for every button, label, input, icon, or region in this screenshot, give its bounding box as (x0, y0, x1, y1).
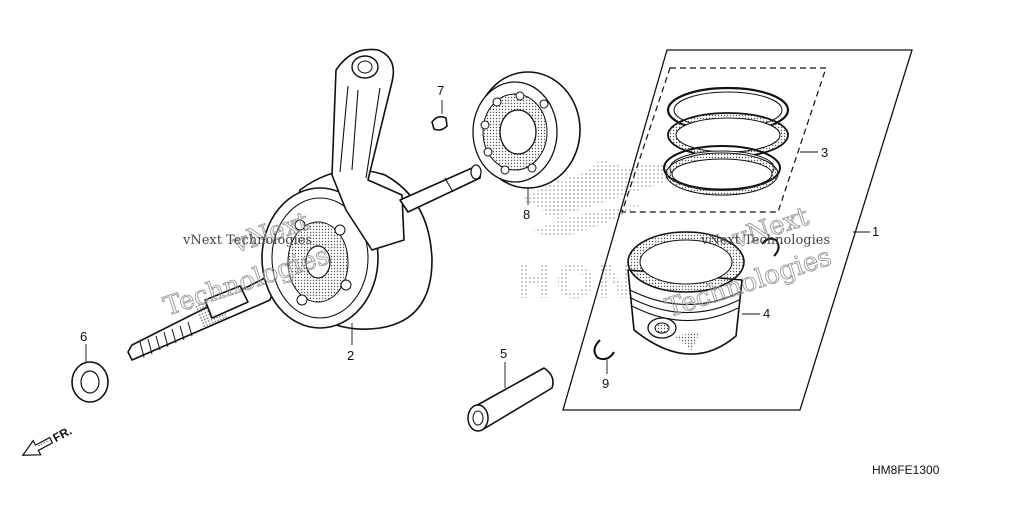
piston (627, 231, 745, 355)
connecting-rod (331, 48, 405, 251)
callout-5: 5 (500, 346, 507, 361)
callout-6: 6 (80, 329, 87, 344)
front-label: FR. (50, 424, 74, 445)
callout-2: 2 (347, 348, 354, 363)
leader-lines (85, 100, 870, 388)
crankshaft-assembly (127, 48, 482, 361)
callout-1: 1 (872, 224, 879, 239)
front-arrow-icon (21, 436, 54, 456)
drawing-code: HM8FE1300 (872, 463, 940, 477)
watermark-overlay: vNext Technologies (182, 233, 312, 248)
piston-rings-boundary (621, 67, 827, 213)
callout-7: 7 (437, 83, 444, 98)
piston-pin (467, 367, 554, 432)
thrust-washer (71, 361, 109, 403)
callout-4: 4 (763, 306, 770, 321)
piston-rings (663, 86, 790, 196)
ball-bearing (472, 71, 581, 189)
piston-pin-clip-right (761, 237, 780, 257)
piston-kit-boundary (562, 49, 913, 411)
piston-pin-clip-left (593, 339, 615, 361)
callout-3: 3 (821, 145, 828, 160)
watermark-overlay: vNext Technologies (700, 233, 830, 248)
front-direction-marker: FR. (21, 424, 74, 456)
callout-9: 9 (602, 376, 609, 391)
woodruff-key (431, 115, 448, 131)
callout-8: 8 (523, 207, 530, 222)
callouts: 1 2 3 4 5 6 7 8 9 (80, 83, 879, 391)
